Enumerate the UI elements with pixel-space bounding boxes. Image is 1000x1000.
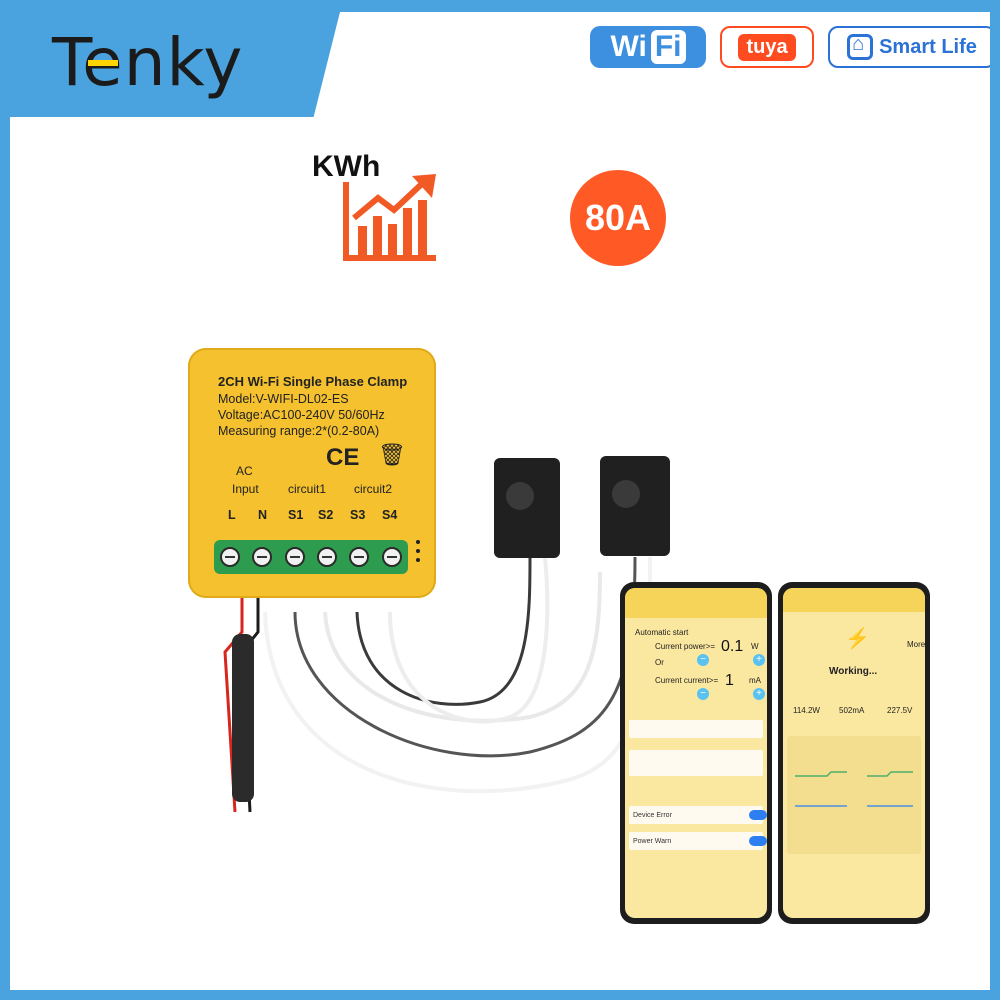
- power-warn-toggle[interactable]: [749, 836, 767, 846]
- energy-chart-icon: [343, 174, 436, 261]
- phone-status: More ⚡ Working... 114.2W 502mA 227.5V: [778, 582, 930, 924]
- device-error-row: Device Error: [629, 806, 763, 824]
- power-reading: 114.2W: [793, 706, 820, 715]
- screw-terminal: [252, 547, 273, 567]
- minus-button[interactable]: −: [697, 688, 709, 700]
- trend-chart: [787, 736, 921, 854]
- terminal-label: S3: [350, 508, 366, 522]
- screw-terminal: [349, 547, 370, 567]
- trend-chart-lines: [795, 771, 913, 807]
- screw-terminal: [284, 547, 305, 567]
- working-status: Working...: [829, 666, 878, 677]
- current-current-label: Current current>=: [655, 676, 719, 685]
- smart-life-badge: Smart Life: [828, 26, 990, 68]
- or-label: Or: [655, 658, 664, 667]
- voltage-reading: 227.5V: [887, 706, 913, 715]
- terminal-label: L: [228, 508, 236, 522]
- terminal-label: S1: [288, 508, 304, 522]
- device-title: 2CH Wi-Fi Single Phase Clamp: [218, 374, 408, 389]
- input-label: Input: [232, 482, 259, 496]
- weee-bin-icon: 🗑: [378, 442, 406, 467]
- logo-band: [10, 12, 340, 117]
- circuit1-label: circuit1: [288, 482, 327, 496]
- bolt-icon: ⚡: [845, 628, 870, 650]
- auto-start-label: Automatic start: [635, 628, 689, 637]
- screw-terminal: [381, 547, 402, 567]
- phone-settings-screen: Automatic start Current power>= 0.1 W Or…: [625, 588, 767, 918]
- terminal-label: S4: [382, 508, 398, 522]
- brand-logo: Tenky: [52, 24, 244, 101]
- current-power-label: Current power>=: [655, 642, 716, 651]
- terminal-label: N: [258, 508, 268, 522]
- more-button[interactable]: More: [907, 640, 925, 649]
- plus-button[interactable]: +: [753, 654, 765, 666]
- amp-badge: 80A: [570, 170, 666, 266]
- ce-mark: CE: [326, 444, 360, 471]
- current-threshold-value: 1: [725, 672, 734, 689]
- terminal-label: S2: [318, 508, 334, 522]
- screw-terminal: [317, 547, 338, 567]
- circuit2-label: circuit2: [354, 482, 393, 496]
- device-voltage: Voltage:AC100-240V 50/60Hz: [218, 408, 385, 422]
- ac-label: AC: [236, 464, 253, 478]
- power-threshold-value: 0.1: [721, 638, 744, 655]
- screw-terminal: [220, 547, 241, 567]
- plus-button[interactable]: +: [753, 688, 765, 700]
- app-header: [625, 588, 767, 618]
- current-unit: mA: [749, 676, 761, 685]
- app-header: [783, 588, 925, 612]
- phone-status-screen: More ⚡ Working... 114.2W 502mA 227.5V: [783, 588, 925, 918]
- device-model: Model:V-WIFI-DL02-ES: [218, 392, 349, 406]
- phone-settings: Automatic start Current power>= 0.1 W Or…: [620, 582, 772, 924]
- current-reading: 502mA: [839, 706, 865, 715]
- indicator-dots: [416, 540, 420, 567]
- home-icon: [847, 33, 874, 60]
- settings-row[interactable]: [629, 720, 763, 738]
- terminal-block: [214, 540, 408, 574]
- device-error-toggle[interactable]: [749, 810, 767, 820]
- tuya-badge: tuya: [720, 26, 814, 68]
- minus-button[interactable]: −: [697, 654, 709, 666]
- power-unit: W: [751, 642, 759, 651]
- settings-row[interactable]: [629, 750, 763, 776]
- kwh-label: KWh: [312, 150, 381, 183]
- power-warn-row: Power Warn: [629, 832, 763, 850]
- clamp-meter-device: 2CH Wi-Fi Single Phase Clamp Model:V-WIF…: [188, 348, 436, 598]
- device-range: Measuring range:2*(0.2-80A): [218, 424, 380, 438]
